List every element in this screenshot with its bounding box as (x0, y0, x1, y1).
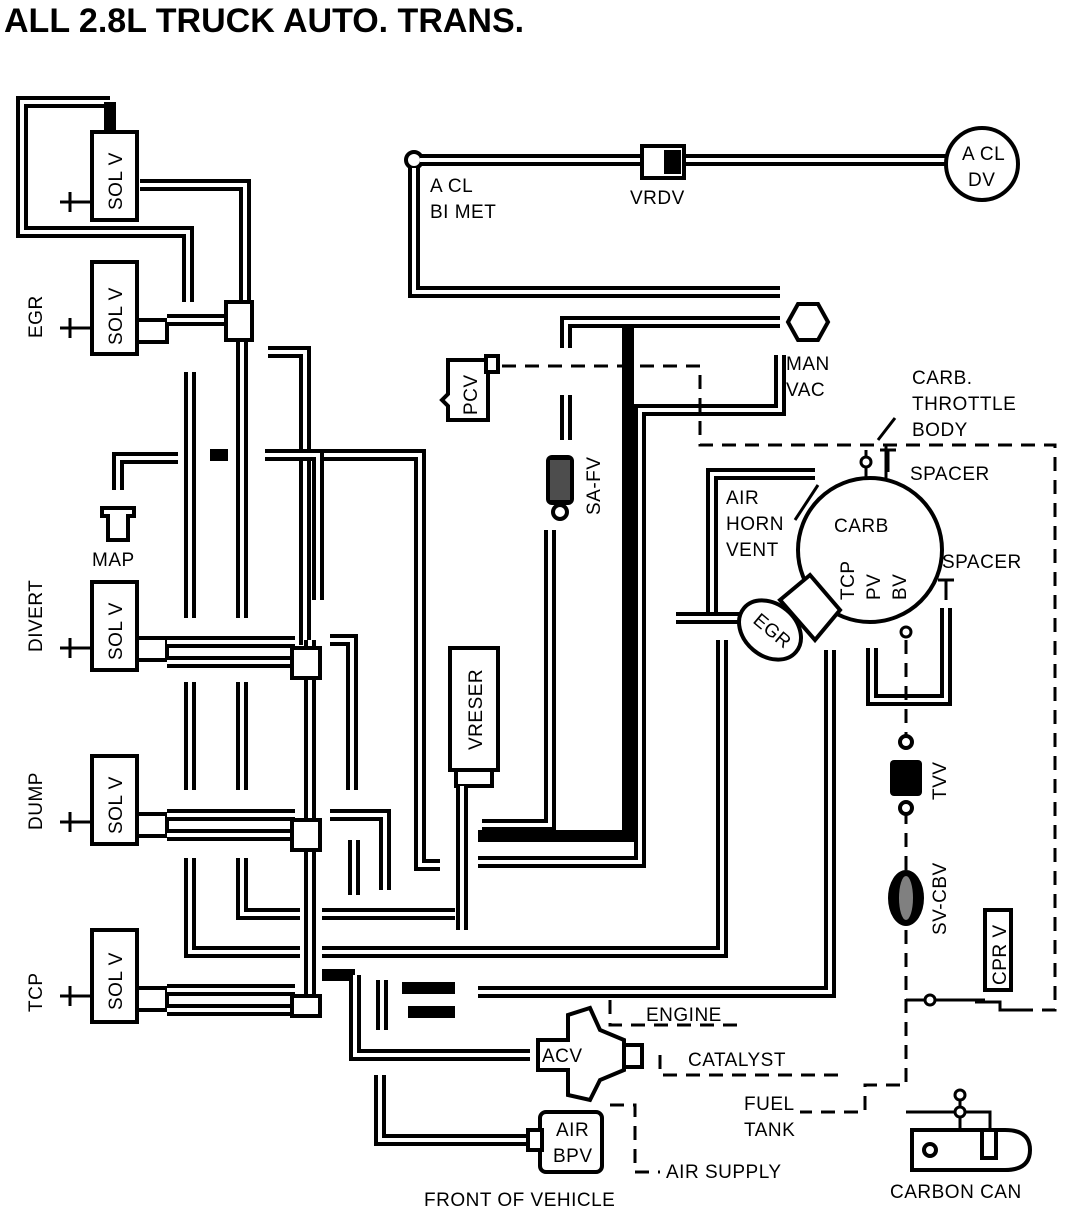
map-label: MAP (92, 550, 135, 571)
solenoid-egr: SOL V EGR (26, 260, 254, 356)
acv: ACV (536, 1005, 644, 1103)
a-cl-dv: A CL DV (944, 126, 1020, 202)
solenoid-1: SOL V (60, 130, 139, 222)
solenoid-label: SOL V (106, 152, 127, 210)
sa-fv-label: SA-FV (584, 457, 605, 515)
pcv-vent-line (502, 364, 1057, 1012)
acv-label: ACV (542, 1046, 583, 1067)
solenoid-label: SOL V (106, 952, 127, 1010)
a-cl-bimet-label: A CL (430, 176, 473, 197)
vreser-label: VRESER (466, 669, 487, 750)
fuel-tank-label: TANK (744, 1120, 795, 1141)
man-vac-label: VAC (786, 380, 825, 401)
carb-label: CARB (834, 516, 889, 537)
vreser: VRESER (448, 646, 500, 930)
cpr-v-label: CPR V (990, 924, 1011, 985)
map-sensor: MAP (92, 452, 178, 571)
tcp-label: TCP (26, 973, 47, 1013)
carbon-canister: CARBON CAN (890, 1128, 1033, 1203)
solenoid-label: SOL V (106, 776, 127, 834)
carburetor: CARB TCP PV BV CARB. THROTTLE BODY SPACE… (726, 368, 1022, 639)
svg-text:PV: PV (864, 574, 885, 600)
man-vac-label: MAN (786, 354, 830, 375)
solenoid-label: SOL V (106, 287, 127, 345)
svg-text:A CL: A CL (962, 144, 1005, 165)
tvv-label: TVV (930, 762, 951, 800)
egr-label: EGR (26, 295, 47, 338)
solenoid-tcp: SOL V TCP (26, 928, 322, 1024)
svg-text:CARB.: CARB. (912, 368, 973, 389)
vrdv-label: VRDV (630, 188, 685, 209)
catalyst-label: CATALYST (688, 1050, 786, 1071)
front-of-vehicle-label: FRONT OF VEHICLE (424, 1190, 615, 1208)
a-cl-hoses (404, 150, 948, 440)
vertical-hoses (184, 340, 391, 1005)
solenoid-dump: SOL V DUMP (26, 754, 322, 852)
pcv-label: PCV (461, 374, 482, 415)
cpr-valve: CPR V (975, 908, 1025, 1012)
svg-text:SPACER: SPACER (910, 464, 990, 485)
horizontal-hoses (265, 318, 836, 1146)
tvv: TVV (890, 734, 951, 816)
svg-text:SPACER: SPACER (942, 552, 1022, 573)
svg-text:DV: DV (968, 170, 995, 191)
a-cl-bimet-label: BI MET (430, 202, 496, 223)
svg-text:TCP: TCP (838, 561, 859, 601)
carb-hoses (676, 468, 952, 706)
tvv-chain (800, 640, 992, 1130)
top-solenoid-hoses (16, 96, 251, 302)
sa-fv: SA-FV (546, 455, 605, 521)
svg-text:AIR: AIR (726, 488, 759, 509)
svg-text:BV: BV (890, 574, 911, 600)
dump-label: DUMP (26, 772, 47, 830)
air-supply-label: AIR SUPPLY (666, 1162, 782, 1183)
man-vac-fitting: MAN VAC (785, 302, 831, 401)
svg-text:THROTTLE: THROTTLE (912, 394, 1016, 415)
engine-label: ENGINE (646, 1005, 722, 1026)
sv-cbv-label: SV-CBV (930, 862, 951, 935)
divert-label: DIVERT (26, 580, 47, 652)
solenoid-label: SOL V (106, 602, 127, 660)
svg-text:BPV: BPV (553, 1146, 593, 1167)
diagram-title: ALL 2.8L TRUCK AUTO. TRANS. (4, 2, 524, 40)
svg-text:HORN: HORN (726, 514, 784, 535)
svg-text:AIR: AIR (556, 1120, 589, 1141)
air-bpv: AIR BPV (526, 1110, 604, 1174)
vrdv: VRDV (630, 144, 686, 209)
pcv-valve: PCV (439, 354, 500, 422)
acv-lines (608, 1000, 840, 1174)
solenoid-divert: SOL V DIVERT (26, 580, 322, 680)
fuel-tank-label: FUEL (744, 1094, 795, 1115)
svg-text:VENT: VENT (726, 540, 779, 561)
egr-valve: EGR (737, 572, 843, 662)
svg-text:BODY: BODY (912, 420, 968, 441)
carbon-can-label: CARBON CAN (890, 1182, 1022, 1203)
sv-cbv: SV-CBV (888, 862, 951, 935)
